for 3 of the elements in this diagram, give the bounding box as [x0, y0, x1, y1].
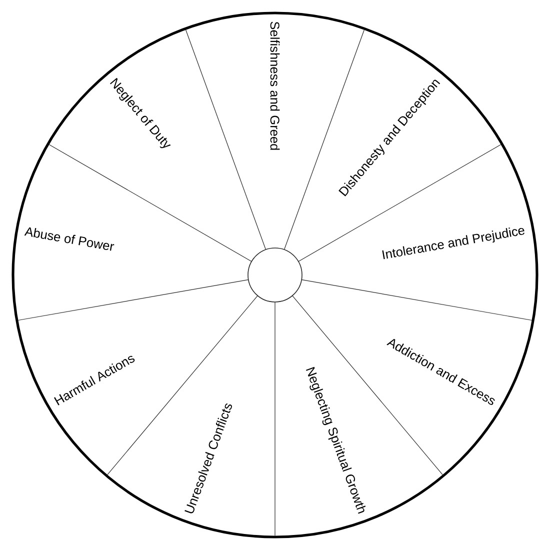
segment-label: Selfishness and Greed — [270, 22, 280, 150]
segment-label: Abuse of Power — [24, 227, 114, 251]
segment-label: Intolerance and Prejudice — [382, 228, 524, 260]
